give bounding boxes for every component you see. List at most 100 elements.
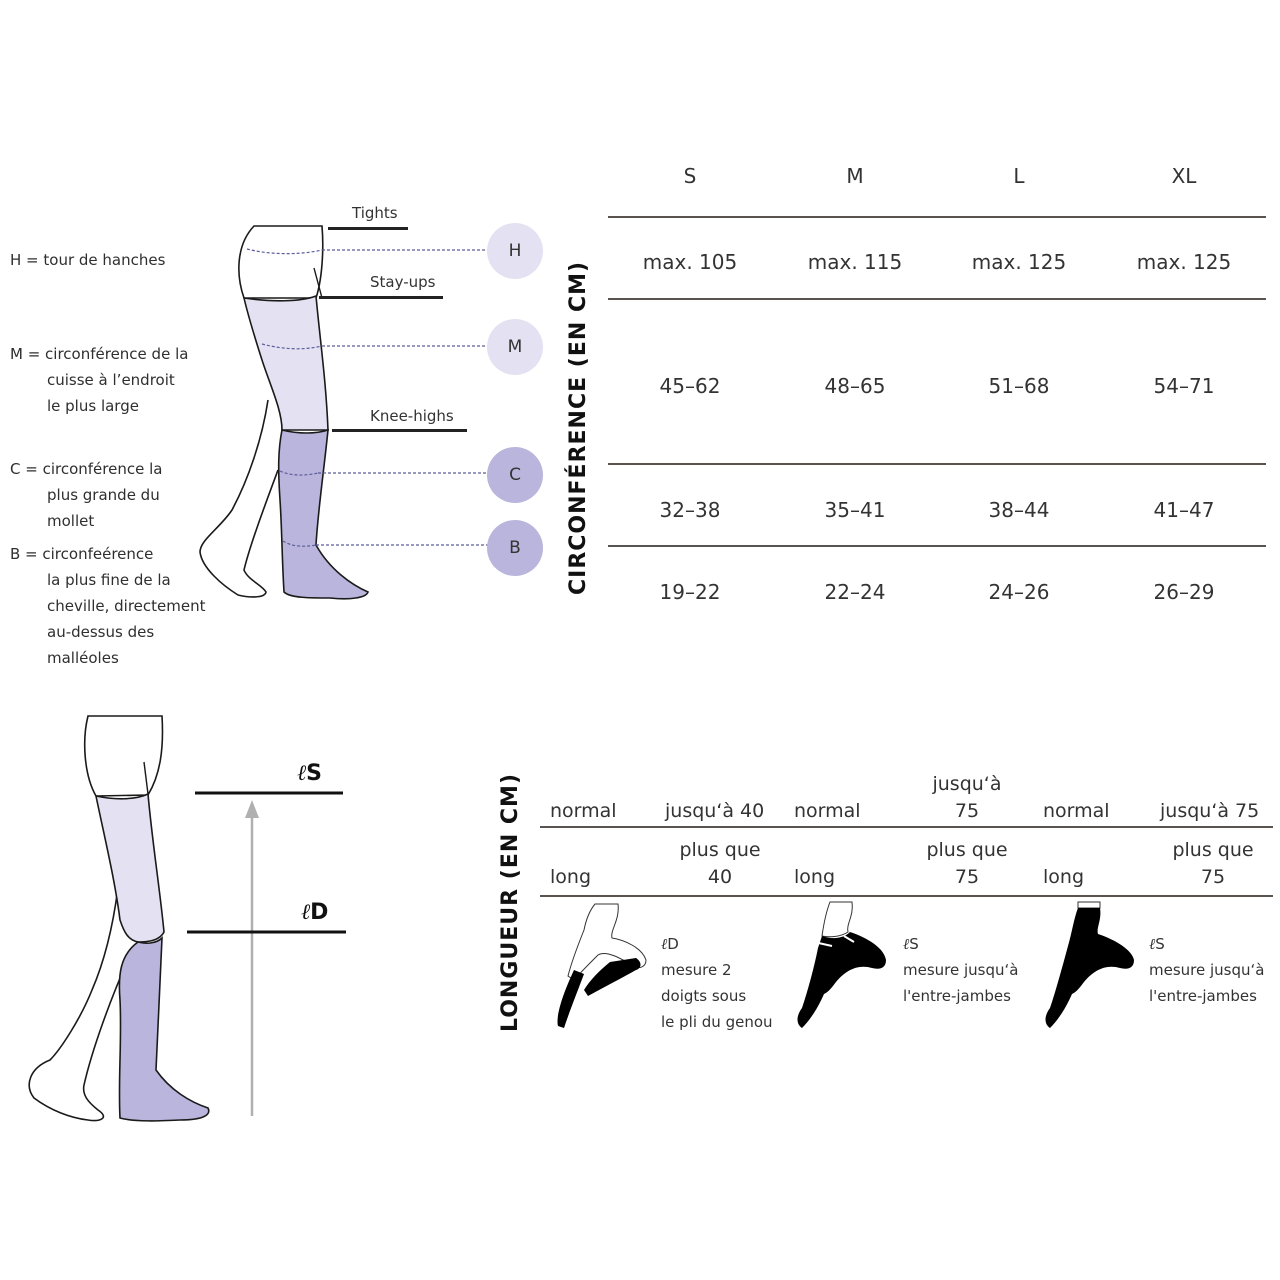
leg-circumference-illustration (199, 225, 488, 600)
back-leg-outline (28, 869, 131, 1122)
category-tights-label: Tights (352, 204, 398, 222)
back-leg-outline (199, 399, 279, 598)
leg-length-illustration (28, 715, 346, 1122)
length-long-value-line: 40 (707, 866, 733, 888)
length-normal-value-line: jusqu‘à (932, 773, 1002, 795)
length-desc-line: l'entre-jambes (1149, 987, 1257, 1005)
table-cell: 45–62 (659, 374, 721, 398)
script-l-icon: ℓ (903, 935, 910, 953)
knee-high-icon (557, 903, 647, 1028)
length-normal-value-line: 75 (954, 800, 980, 822)
table-cell: 22–24 (824, 580, 886, 604)
category-stay-ups-bar (319, 296, 443, 299)
length-long-value-line: plus que (926, 839, 1008, 861)
category-knee-highs-bar (332, 429, 467, 432)
category-tights-bar (328, 227, 408, 230)
marker-c-label: C (509, 465, 521, 485)
table-cell: 41–47 (1153, 498, 1215, 522)
ld-letter: D (310, 900, 329, 925)
length-normal-label: normal (794, 800, 861, 822)
script-l-icon: ℓ (297, 761, 307, 786)
length-long-label: long (1043, 866, 1085, 888)
length-long-value-line: plus que (1172, 839, 1254, 861)
length-normal-value: jusqu‘à 75 (1160, 800, 1260, 822)
length-desc-line: mesure jusqu‘à (1149, 961, 1265, 979)
circumference-title: CIRCONFÉRENCE (EN CM) (566, 260, 591, 595)
legend-b-line: malléoles (47, 649, 119, 667)
stay-up-icon (797, 901, 886, 1028)
length-desc-line: l'entre-jambes (903, 987, 1011, 1005)
length-normal-label: normal (550, 800, 617, 822)
legend-b-line: la plus fine de la (47, 571, 171, 589)
size-header: L (1013, 164, 1025, 188)
marker-m: M (487, 319, 543, 375)
table-rule (608, 463, 1266, 465)
length-desc-1: ℓS mesure jusqu‘à l'entre-jambes (903, 931, 1018, 1009)
legend-m-line: cuisse à l’endroit (47, 371, 175, 389)
category-knee-highs-label: Knee-highs (370, 407, 454, 425)
script-l-icon: ℓ (661, 935, 668, 953)
table-cell: 35–41 (824, 498, 886, 522)
legend-c-line: mollet (47, 512, 95, 530)
table-cell: max. 125 (971, 250, 1067, 274)
marker-b: B (487, 520, 543, 576)
thigh-stocking (94, 792, 165, 943)
length-long-value: plus que 75 (1163, 837, 1263, 891)
legend-m-line: M = circonférence de la (10, 345, 189, 363)
category-stay-ups-label: Stay-ups (370, 273, 436, 291)
table-rule (608, 216, 1266, 218)
table-rule (608, 298, 1266, 300)
table-cell: 51–68 (988, 374, 1050, 398)
length-symbol: ℓS (1149, 931, 1264, 957)
table-cell: 54–71 (1153, 374, 1215, 398)
length-desc-0: ℓD mesure 2 doigts sous le pli du genou (661, 931, 773, 1035)
marker-m-label: M (507, 337, 523, 357)
length-symbol-letter: S (1155, 935, 1165, 953)
script-l-icon: ℓ (1149, 935, 1156, 953)
calf-stocking (118, 935, 210, 1122)
length-symbol-letter: D (667, 935, 679, 953)
length-long-value-line: plus que (679, 839, 761, 861)
length-long-value: plus que 75 (917, 837, 1017, 891)
table-rule (608, 545, 1266, 547)
length-normal-value: jusqu‘à 75 (917, 771, 1017, 825)
tights-icon (1045, 901, 1134, 1028)
table-cell: 48–65 (824, 374, 886, 398)
size-header: M (846, 164, 864, 188)
ls-letter: S (306, 761, 323, 786)
length-table-rule (540, 895, 1273, 897)
marker-b-label: B (509, 538, 521, 558)
length-long-label: long (794, 866, 836, 888)
table-cell: 24–26 (988, 580, 1050, 604)
length-symbol: ℓD (661, 931, 773, 957)
length-normal-label: normal (1043, 800, 1110, 822)
marker-c: C (487, 447, 543, 503)
length-desc-line: doigts sous (661, 987, 747, 1005)
table-cell: max. 125 (1136, 250, 1232, 274)
length-table-rule (540, 826, 1273, 828)
thigh-stocking (242, 294, 329, 431)
legend-m-line: le plus large (47, 397, 139, 415)
script-l-icon: ℓ (301, 900, 311, 925)
length-desc-2: ℓS mesure jusqu‘à l'entre-jambes (1149, 931, 1264, 1009)
length-symbol-letter: S (909, 935, 919, 953)
hip-outline (83, 715, 164, 797)
table-cell: 38–44 (988, 498, 1050, 522)
ld-level-label: ℓD (301, 899, 328, 925)
table-cell: 19–22 (659, 580, 721, 604)
marker-h-label: H (508, 241, 522, 261)
legend-c-line: plus grande du (47, 486, 160, 504)
ls-level-label: ℓS (297, 760, 322, 786)
calf-stocking (277, 428, 369, 600)
table-cell: max. 105 (642, 250, 738, 274)
table-cell: 32–38 (659, 498, 721, 522)
length-desc-line: mesure 2 (661, 961, 732, 979)
size-header: XL (1171, 164, 1197, 188)
length-normal-value: jusqu‘à 40 (665, 800, 765, 822)
hip-crease (313, 267, 323, 299)
length-long-value-line: 75 (1200, 866, 1226, 888)
length-long-value: plus que 40 (670, 837, 770, 891)
table-cell: 26–29 (1153, 580, 1215, 604)
legend-c-line: C = circonférence la (10, 460, 163, 478)
legend-b-line: au-dessus des (47, 623, 155, 641)
